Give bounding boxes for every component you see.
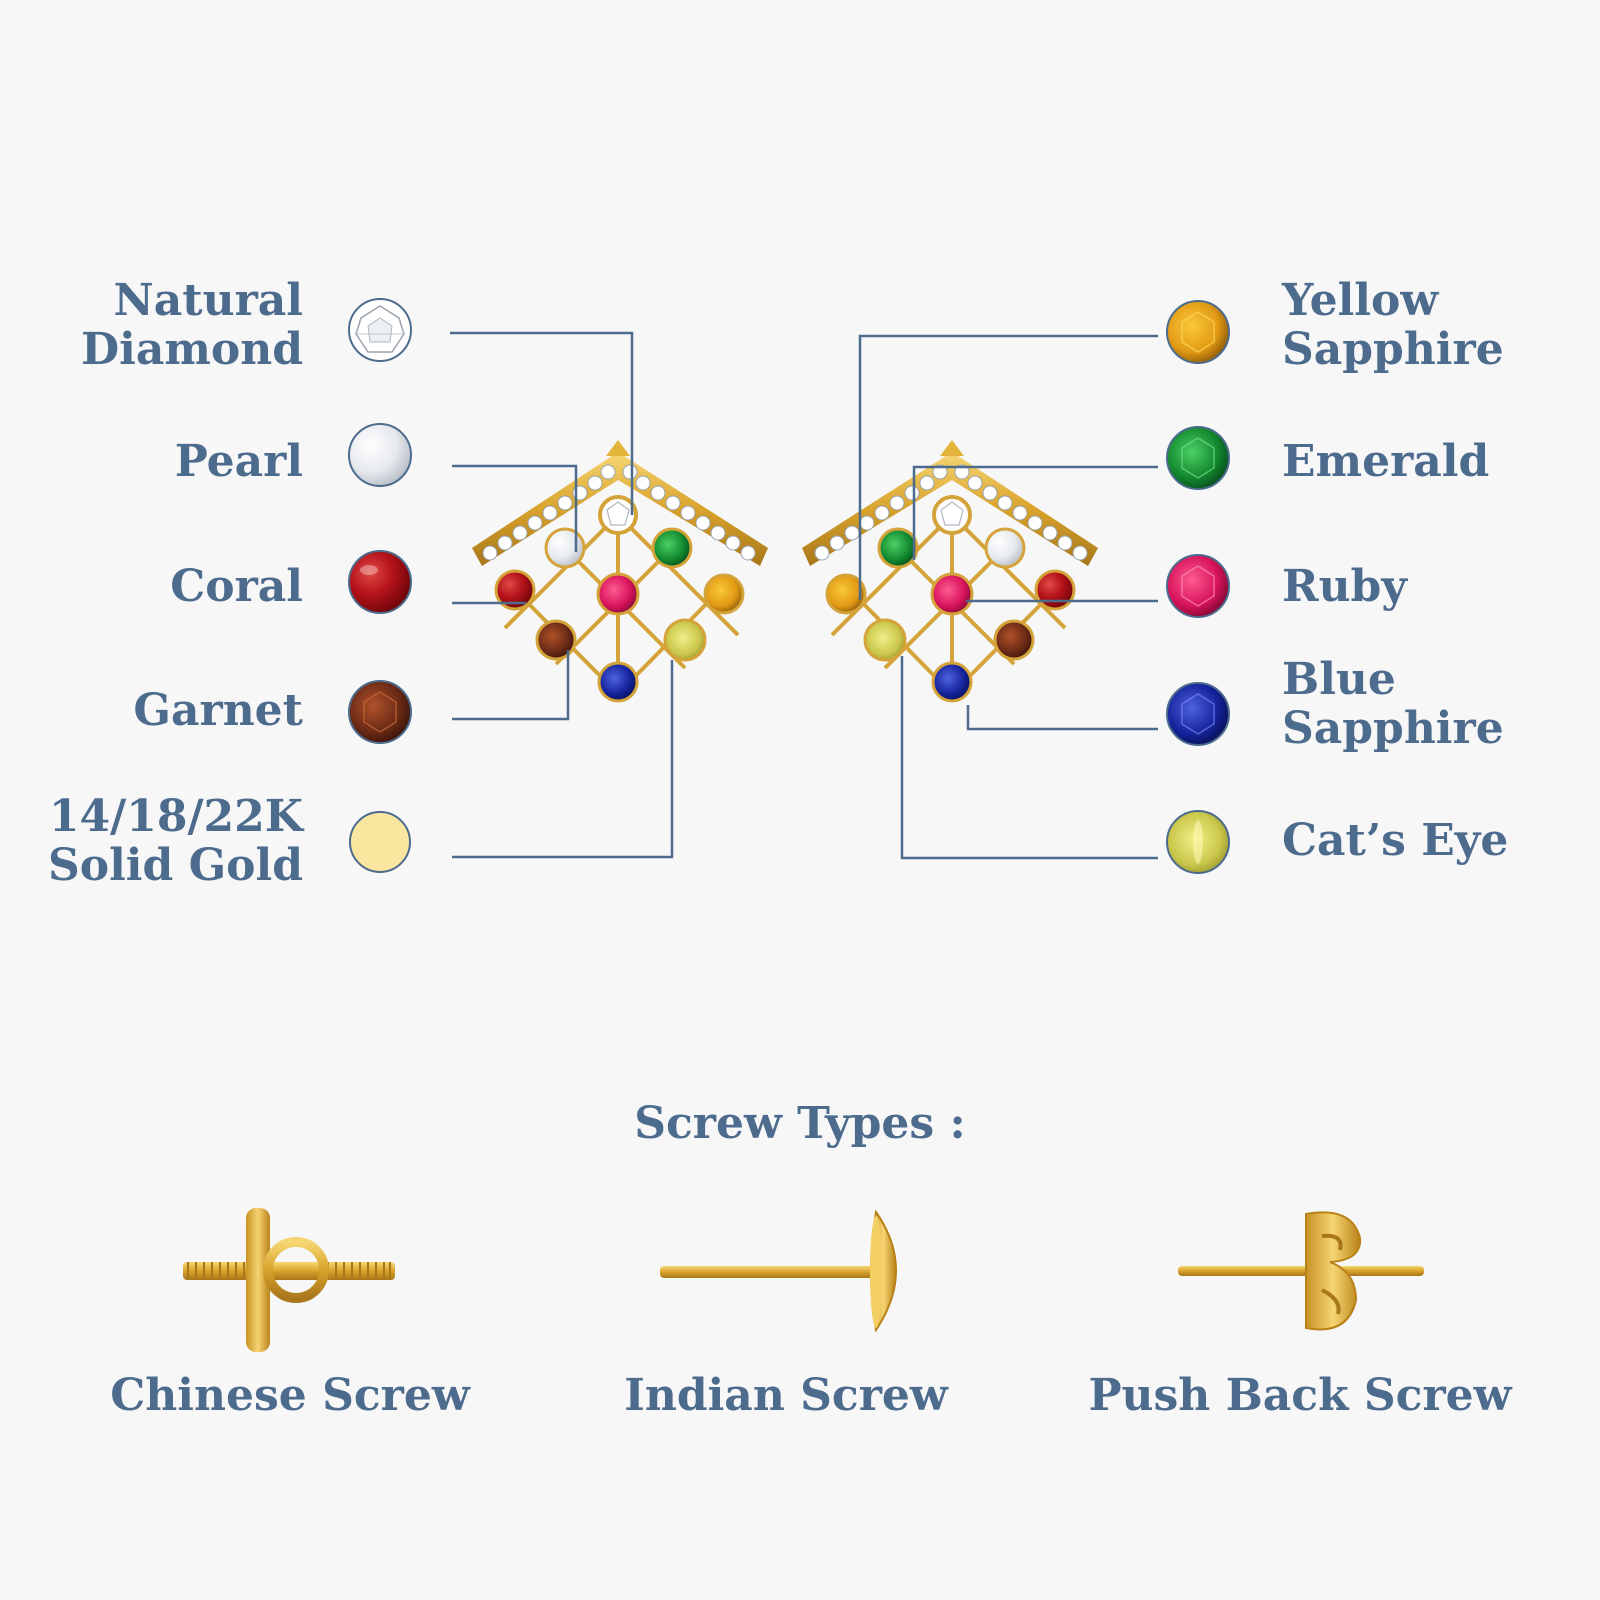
indian-screw-image [660,1209,897,1333]
callout-blue-sapphire [966,705,1158,731]
swatch-coral [348,550,412,614]
earring-right [802,440,1098,703]
swatch-blue-sapphire [1166,682,1230,746]
label-ruby: Ruby [1282,561,1407,612]
callout-solid-gold [452,660,674,859]
callout-yellow-sapphire [858,334,1158,600]
callout-garnet [452,650,570,721]
chinese-screw-image [183,1208,395,1352]
earring-left [472,440,768,703]
swatch-cats-eye [1166,810,1230,874]
label-solid-gold: 14/18/22K Solid Gold [47,791,303,891]
swatch-yellow-sapphire [1166,300,1230,364]
push-back-screw-image [1178,1211,1424,1331]
push-back-screw-label: Push Back Screw [1088,1370,1512,1421]
callout-emerald [912,465,1158,560]
screw-types-heading: Screw Types : [634,1098,966,1149]
swatch-solid-gold [349,811,411,873]
label-coral: Coral [170,561,303,612]
chinese-screw-label: Chinese Screw [110,1370,470,1421]
callout-cats-eye [900,656,1158,860]
swatch-natural-diamond [348,298,412,362]
label-natural-diamond: Natural Diamond [80,275,303,375]
callout-natural-diamond [450,331,634,515]
callout-pearl [452,464,578,552]
label-garnet: Garnet [133,685,303,736]
label-blue-sapphire: Blue Sapphire [1282,654,1504,754]
swatch-ruby [1166,554,1230,618]
swatch-pearl [348,423,412,487]
callout-lines [450,331,1158,860]
label-yellow-sapphire: Yellow Sapphire [1282,275,1504,375]
swatch-garnet [348,680,412,744]
label-pearl: Pearl [174,436,303,487]
swatch-emerald [1166,426,1230,490]
indian-screw-label: Indian Screw [624,1370,948,1421]
label-cats-eye: Cat’s Eye [1282,815,1509,866]
label-emerald: Emerald [1282,436,1490,487]
